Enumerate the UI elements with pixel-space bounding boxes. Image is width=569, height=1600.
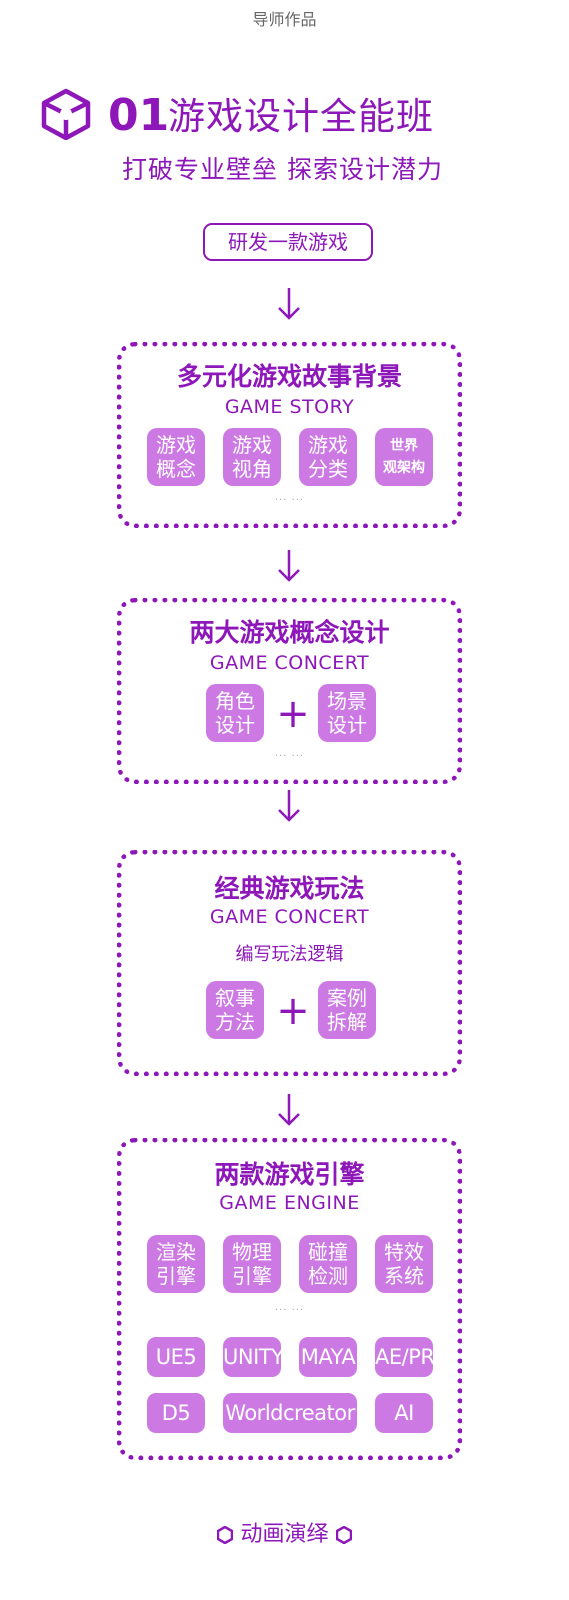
page-title: 游戏设计全能班	[168, 95, 434, 138]
arrow-down-icon	[278, 288, 300, 320]
section-title: 两大游戏概念设计	[189, 618, 390, 647]
plus-icon: +	[276, 691, 310, 737]
more-dots: ··· ···	[274, 751, 305, 762]
more-dots: ··· ···	[274, 495, 305, 506]
section-subtitle: GAME STORY	[224, 396, 355, 418]
footer-label: 动画演绎	[240, 1522, 329, 1547]
tile-game-view: 游戏 视角	[223, 428, 281, 486]
more-dots: ··· ···	[274, 1305, 305, 1316]
section-note: 编写玩法逻辑	[235, 944, 344, 965]
tag-ue5: UE5	[147, 1337, 205, 1377]
hexagon-icon	[335, 1525, 352, 1545]
arrow-down-icon	[278, 1094, 300, 1126]
tile-worldview: 世界 观架构	[375, 428, 433, 486]
tag-ai: AI	[375, 1393, 433, 1433]
tile-render-engine: 渲染 引擎	[147, 1235, 205, 1293]
tag-d5: D5	[147, 1393, 205, 1433]
tag-unity: UNITY	[223, 1337, 284, 1377]
tag-maya: MAYA	[299, 1337, 357, 1377]
section-subtitle: GAME CONCERT	[209, 652, 370, 674]
tile-physics-engine: 物理 引擎	[223, 1235, 281, 1293]
tile-effects-system: 特效 系统	[375, 1235, 433, 1293]
section-subtitle: GAME CONCERT	[209, 906, 370, 928]
hexagon-icon	[217, 1525, 234, 1545]
section-game-engine: 两款游戏引擎 GAME ENGINE 渲染 引擎 物理 引擎 碰撞 检测 特效 …	[117, 1138, 462, 1460]
tag-ae-pr: AE/PR	[375, 1337, 435, 1377]
tile-character-design: 角色 设计	[206, 684, 264, 742]
plus-icon: +	[276, 988, 310, 1034]
section-title: 多元化游戏故事背景	[176, 362, 402, 391]
section-number: 01	[108, 90, 170, 141]
tile-collision-detection: 碰撞 检测	[299, 1235, 357, 1293]
arrow-down-icon	[278, 550, 300, 582]
unity-logo-icon	[41, 88, 91, 140]
tile-scene-design: 场景 设计	[318, 684, 376, 742]
tile-narrative-method: 叙事 方法	[206, 981, 264, 1039]
tile-game-concept: 游戏 概念	[147, 428, 205, 486]
tag-worldcreator: Worldcreator	[223, 1393, 357, 1433]
page-subtitle: 打破专业壁垒 探索设计潜力	[122, 155, 443, 184]
section-game-play: 经典游戏玩法 GAME CONCERT 编写玩法逻辑 叙事 方法 + 案例 拆解	[117, 850, 462, 1076]
section-subtitle: GAME ENGINE	[219, 1192, 360, 1214]
arrow-down-icon	[278, 790, 300, 822]
start-pill: 研发一款游戏	[203, 223, 373, 261]
section-title: 两款游戏引擎	[214, 1160, 365, 1189]
tile-case-analysis: 案例 拆解	[318, 981, 376, 1039]
section-game-concept: 两大游戏概念设计 GAME CONCERT 角色 设计 + 场景 设计 ··· …	[117, 598, 462, 784]
section-title: 经典游戏玩法	[214, 874, 365, 903]
tile-game-category: 游戏 分类	[299, 428, 357, 486]
section-game-story: 多元化游戏故事背景 GAME STORY 游戏 概念 游戏 视角 游戏 分类 世…	[117, 342, 462, 528]
top-label: 导师作品	[252, 10, 317, 29]
footer: 动画演绎	[0, 1516, 569, 1548]
